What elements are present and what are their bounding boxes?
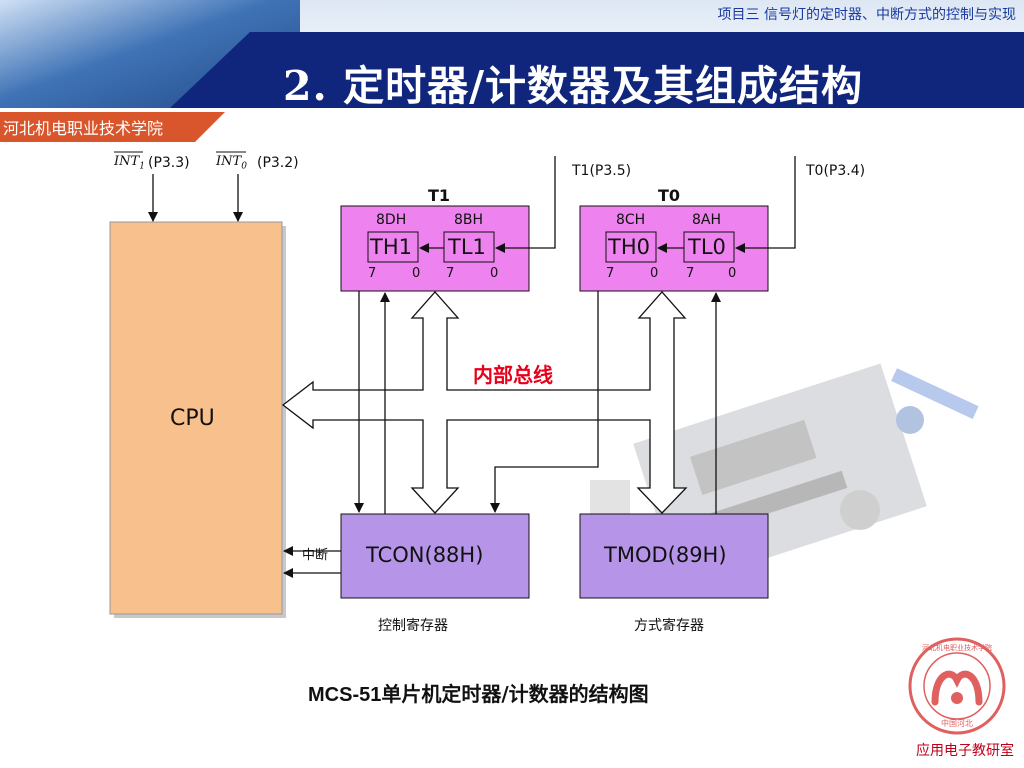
th0-bit7: 7 bbox=[606, 266, 615, 281]
tl1-text: TL1 bbox=[448, 235, 486, 259]
t0-input-arrow bbox=[735, 156, 796, 253]
tcon-block bbox=[340, 513, 530, 599]
th1-bit7: 7 bbox=[368, 266, 377, 281]
tcon-description: 控制寄存器 bbox=[378, 618, 448, 634]
th1-address: 8DH bbox=[376, 212, 407, 228]
int0-label: INT0 bbox=[216, 154, 247, 172]
interrupt-label: 中断 bbox=[302, 548, 329, 563]
t0-pin-label: T0(P3.4) bbox=[806, 163, 866, 179]
th0-register bbox=[605, 231, 657, 263]
college-seal-logo: 河北机电职业技术学院 中国河北 bbox=[908, 637, 1006, 735]
tl0-bit7: 7 bbox=[686, 266, 695, 281]
tl0-text: TL0 bbox=[688, 235, 726, 259]
int0-pin: (P3.2) bbox=[257, 155, 299, 171]
t1-pin-label: T1(P3.5) bbox=[572, 163, 632, 179]
internal-bus-arrow bbox=[281, 291, 688, 514]
th0-address: 8CH bbox=[616, 212, 646, 228]
internal-bus-label: 内部总线 bbox=[473, 363, 553, 387]
slide-title: 2. 定时器/计数器及其组成结构 bbox=[283, 62, 864, 110]
title-band bbox=[170, 32, 1024, 108]
diagram-caption: MCS-51单片机定时器/计数器的结构图 bbox=[308, 682, 649, 706]
t1-input-arrow bbox=[495, 156, 556, 253]
college-banner: 河北机电职业技术学院 bbox=[0, 112, 225, 142]
th0-text: TH0 bbox=[608, 235, 650, 259]
t1-title: T1 bbox=[428, 186, 451, 205]
college-banner-shape bbox=[0, 112, 225, 142]
th1-register bbox=[367, 231, 419, 263]
tcon-label: TCON(88H) bbox=[366, 543, 484, 567]
tl1-bit7: 7 bbox=[446, 266, 455, 281]
cpu-label: CPU bbox=[170, 406, 215, 431]
tl0-bit0: 0 bbox=[728, 266, 737, 281]
tl0-register bbox=[683, 231, 735, 263]
cpu-block bbox=[109, 221, 283, 615]
tl1-address: 8BH bbox=[454, 212, 484, 228]
logo-text-top: 河北机电职业技术学院 bbox=[922, 643, 992, 652]
th0-bit0: 0 bbox=[650, 266, 659, 281]
tl0-address: 8AH bbox=[692, 212, 722, 228]
int1-pin: (P3.3) bbox=[148, 155, 190, 171]
tl1-register bbox=[443, 231, 495, 263]
tmod-label: TMOD(89H) bbox=[604, 543, 727, 567]
int1-label: INT1 bbox=[114, 154, 145, 172]
th1-bit0: 0 bbox=[412, 266, 421, 281]
project-title: 项目三 信号灯的定时器、中断方式的控制与实现 bbox=[717, 7, 1016, 23]
th1-text: TH1 bbox=[370, 235, 412, 259]
t0-to-tcon-arrow bbox=[490, 291, 599, 513]
tmod-block bbox=[579, 513, 769, 599]
tl1-bit0: 0 bbox=[490, 266, 499, 281]
logo-text-bottom: 中国河北 bbox=[941, 718, 973, 728]
tmod-description: 方式寄存器 bbox=[634, 618, 704, 634]
header-banner bbox=[0, 0, 1024, 108]
t0-title: T0 bbox=[658, 186, 681, 205]
college-name: 河北机电职业技术学院 bbox=[3, 119, 164, 138]
footer-department: 应用电子教研室 bbox=[916, 743, 1014, 759]
